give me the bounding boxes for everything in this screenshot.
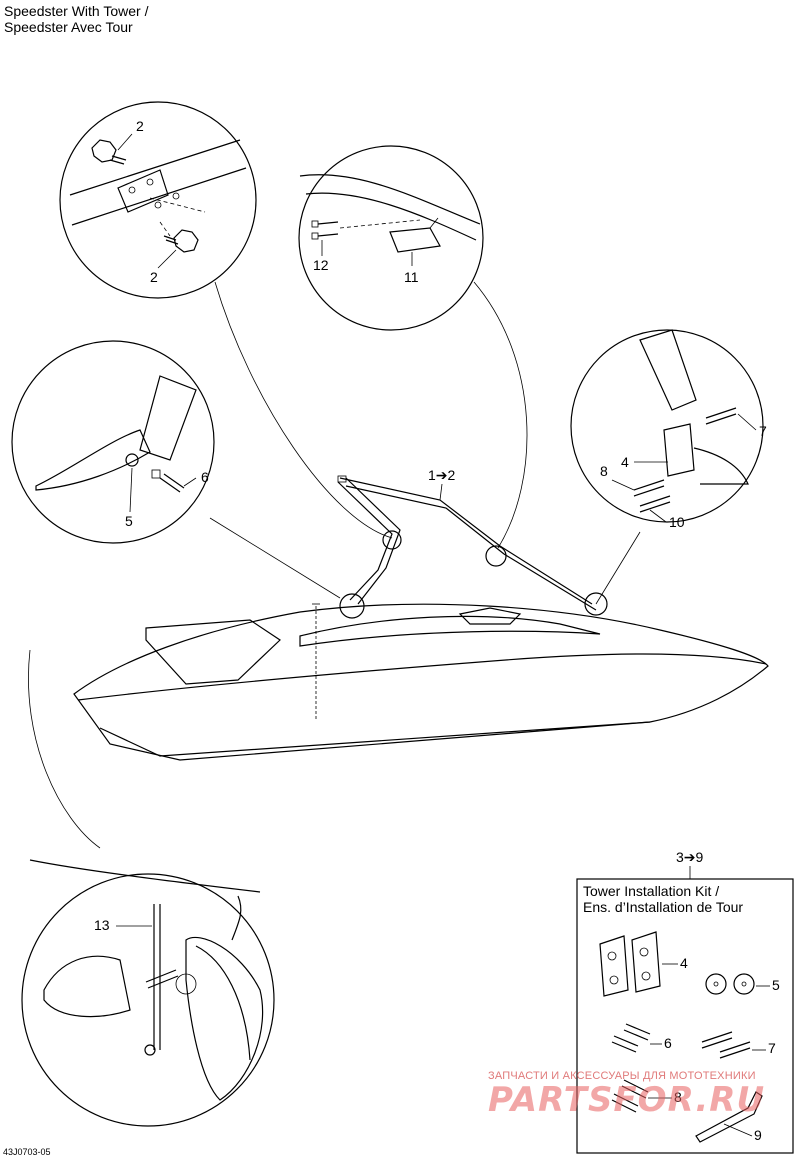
callout-2-bottom: 2: [150, 269, 158, 285]
title-line-2: Speedster Avec Tour: [4, 19, 133, 35]
kit-title: Tower Installation Kit / Ens. d’Installa…: [583, 883, 743, 915]
kit-label-9: 9: [754, 1127, 762, 1143]
callout-8: 8: [600, 463, 608, 479]
callout-kit-range: 3➔9: [676, 849, 704, 865]
leader-lines: [28, 281, 641, 849]
callout-5: 5: [125, 513, 133, 529]
detail-circle-left-mount: [11, 340, 215, 544]
callout-11: 11: [404, 269, 419, 285]
installation-kit-box: [576, 866, 794, 1154]
callout-7: 7: [759, 423, 767, 439]
detail-circle-knobs: [59, 101, 257, 299]
boat-with-tower: [73, 475, 769, 761]
watermark: ЗАПЧАСТИ И АКСЕССУАРЫ ДЛЯ МОТОТЕХНИКИ PA…: [488, 1070, 788, 1120]
callout-4: 4: [621, 454, 629, 470]
callout-2-top: 2: [136, 118, 144, 134]
detail-circle-strap: [21, 859, 275, 1127]
kit-label-4: 4: [680, 955, 688, 971]
kit-label-6: 6: [664, 1035, 672, 1051]
detail-circle-mirror: [298, 145, 484, 331]
callout-12: 12: [313, 257, 329, 273]
callout-10: 10: [669, 514, 685, 530]
title-line-1: Speedster With Tower /: [4, 3, 149, 19]
watermark-brand: PARTSFOR.RU: [488, 1080, 766, 1120]
diagram-title: Speedster With Tower / Speedster Avec To…: [4, 3, 148, 35]
kit-label-8: 8: [674, 1089, 682, 1105]
kit-item-labels: 4 5 6 7 8 9: [648, 955, 780, 1143]
kit-title-line-1: Tower Installation Kit /: [583, 883, 720, 899]
detail-circle-right-mount: [570, 329, 764, 523]
kit-label-5: 5: [772, 977, 780, 993]
callout-13: 13: [94, 917, 110, 933]
watermark-tagline: ЗАПЧАСТИ И АКСЕССУАРЫ ДЛЯ МОТОТЕХНИКИ: [488, 1070, 756, 1082]
kit-title-line-2: Ens. d’Installation de Tour: [583, 899, 744, 915]
callout-tower-range: 1➔2: [428, 467, 456, 483]
kit-label-7: 7: [768, 1040, 776, 1056]
reference-code: 43J0703-05: [3, 1147, 51, 1157]
callout-6: 6: [201, 469, 209, 485]
callout-labels: 2 2 12 11 6 5 7 4 8 10 1➔2 13 3➔9: [94, 118, 767, 933]
